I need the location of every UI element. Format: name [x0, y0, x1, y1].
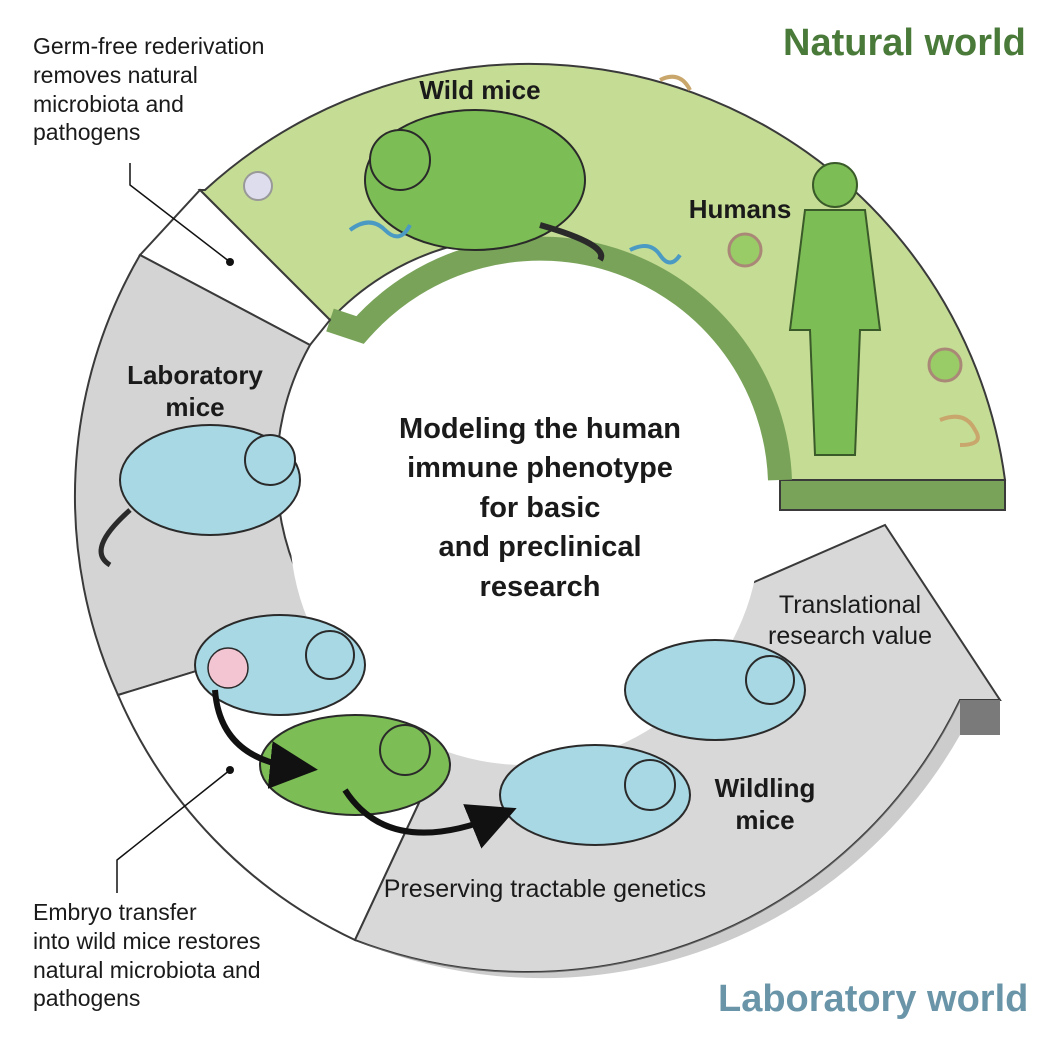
- laboratory-world-title: Laboratory world: [718, 978, 1029, 1020]
- embryo-transfer-note: Embryo transfer into wild mice restores …: [33, 899, 261, 1012]
- germ-free-leader-line: [129, 163, 231, 263]
- embryo-donor-mouse: [194, 614, 366, 716]
- laboratory-mice-label: Laboratory mice: [127, 360, 263, 422]
- wild-mice-label: Wild mice: [419, 75, 541, 105]
- germ-free-note: Germ-free rederivation removes natural m…: [33, 33, 265, 146]
- wild-mouse-illustration: [364, 109, 605, 262]
- wildling-mouse-back: [624, 639, 806, 741]
- human-silhouette: [788, 162, 882, 456]
- embryo-leader-line: [116, 769, 231, 893]
- humans-label: Humans: [688, 194, 792, 224]
- center-title: Modeling the human immune phenotype for …: [399, 413, 681, 603]
- translational-value-label: Translational research value: [768, 591, 932, 650]
- laboratory-mouse-illustration: [98, 424, 301, 568]
- recipient-wild-mouse: [259, 714, 451, 816]
- preserving-genetics-label: Preserving tractable genetics: [383, 875, 707, 903]
- embryo-leader-dot: [226, 766, 234, 774]
- microbe-decorations: [243, 74, 980, 447]
- germ-free-leader-dot: [226, 258, 234, 266]
- transfer-arrow-2: [342, 788, 517, 849]
- wildling-mice-label: Wildling mice: [714, 773, 816, 835]
- wildling-mouse-front: [499, 744, 691, 846]
- natural-world-title: Natural world: [783, 22, 1026, 64]
- transfer-arrow-1: [212, 689, 318, 789]
- center-circle: [290, 295, 760, 765]
